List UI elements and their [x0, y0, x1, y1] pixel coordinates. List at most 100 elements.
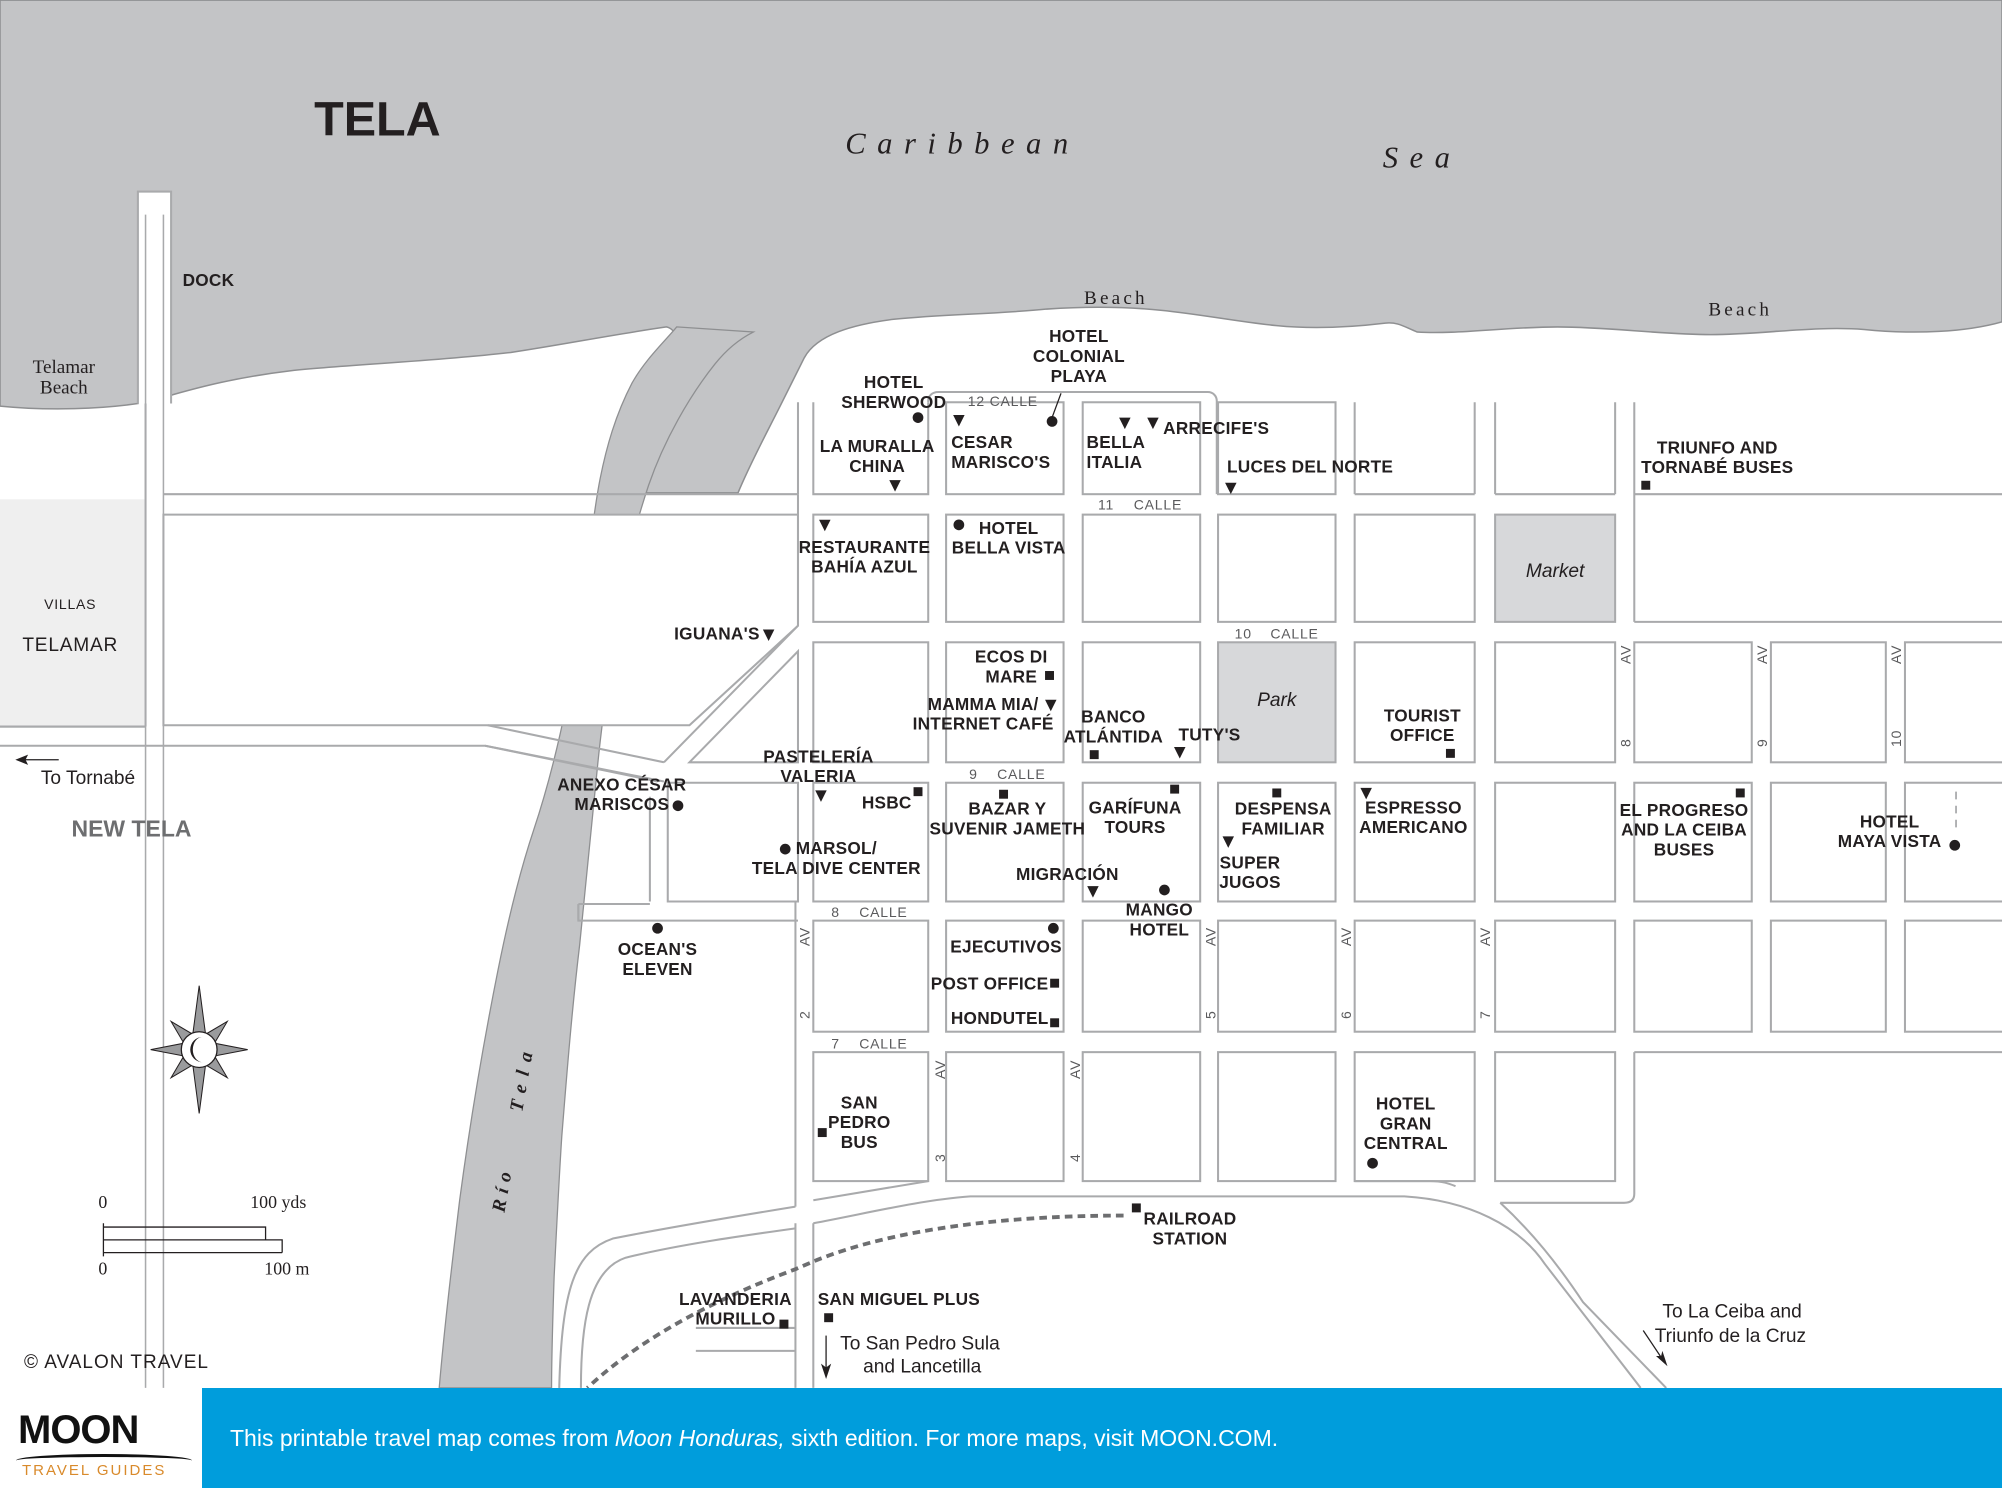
- place-label: SAN: [841, 1092, 878, 1112]
- avenue-word-3: AV: [932, 1060, 948, 1079]
- place-hondutel[interactable]: HONDUTEL: [951, 1008, 1060, 1028]
- new-tela-label: NEW TELA: [72, 815, 192, 841]
- street-8-calle-word: CALLE: [859, 904, 907, 920]
- accommodation-dot-icon: [672, 800, 684, 812]
- road-east-vertical: [1500, 1052, 1636, 1204]
- place-label: ATLÁNTIDA: [1064, 727, 1164, 747]
- place-iguanas[interactable]: IGUANA'S: [674, 624, 775, 644]
- road-southern-1: [813, 1180, 929, 1202]
- road-southern-3: [1499, 1202, 1667, 1388]
- place-label: TOURS: [1104, 817, 1165, 837]
- scale-bar: 0 100 yds 0 100 m: [98, 1192, 309, 1278]
- place-label: AMERICANO: [1359, 817, 1467, 837]
- place-label: ARRECIFE'S: [1163, 418, 1269, 438]
- place-label: FAMILIAR: [1241, 818, 1325, 838]
- city-block: [945, 401, 1065, 496]
- avenue-number-2: 2: [796, 1010, 812, 1019]
- service-square-icon: [1735, 788, 1745, 798]
- place-label: HSBC: [862, 792, 912, 812]
- city-block: [1494, 1051, 1617, 1183]
- accommodation-dot-icon: [652, 922, 663, 934]
- road-lavanderia: [695, 1326, 796, 1352]
- arrow-to-la-ceiba: [1642, 1330, 1668, 1367]
- place-label: MARSOL/: [796, 838, 877, 858]
- place-label: PASTELERÍA: [763, 746, 873, 766]
- place-tutys[interactable]: TUTY'S: [1174, 725, 1241, 759]
- accommodation-dot-icon: [912, 412, 924, 423]
- place-hsbc[interactable]: HSBC: [862, 787, 923, 812]
- place-label: STATION: [1153, 1228, 1228, 1248]
- place-marsol[interactable]: MARSOL/TELA DIVE CENTER: [752, 838, 921, 878]
- to-san-pedro-line1: To San Pedro Sula: [840, 1334, 1000, 1355]
- avenue-word-2: AV: [796, 927, 812, 946]
- tela-map: 12 CALLE 11 CALLE 10 CALLE 9 CALLE 8 CAL…: [0, 0, 2002, 1388]
- moon-logo[interactable]: MOON TRAVEL GUIDES: [0, 1388, 202, 1488]
- place-label: MAYA VISTA: [1838, 831, 1942, 851]
- place-luces-del-norte[interactable]: LUCES DEL NORTE: [1225, 456, 1393, 495]
- place-label: ELEVEN: [622, 959, 692, 979]
- place-label: SHERWOOD: [841, 392, 946, 412]
- place-san-miguel-plus[interactable]: SAN MIGUEL PLUS: [818, 1289, 980, 1323]
- place-label: CHINA: [849, 456, 905, 476]
- city-block: [1081, 513, 1202, 623]
- place-mamma-mia[interactable]: MAMMA MIA/INTERNET CAFÉ: [913, 694, 1057, 734]
- place-label: BANCO: [1081, 707, 1145, 727]
- city-block: [945, 641, 1065, 764]
- avenue-number-4: 4: [1067, 1153, 1083, 1162]
- place-label: LAVANDERIA: [679, 1289, 792, 1309]
- place-label: OFFICE: [1390, 725, 1455, 745]
- place-label: MARE: [985, 667, 1037, 687]
- place-label: TUTY'S: [1178, 725, 1240, 745]
- accommodation-dot-icon: [1047, 922, 1059, 934]
- avenue-number-5: 5: [1203, 1010, 1219, 1019]
- street-8-calle-num: 8: [831, 904, 840, 920]
- food-triangle-icon: [819, 519, 831, 532]
- place-post-office[interactable]: POST OFFICE: [931, 974, 1060, 994]
- street-9-calle-num: 9: [969, 766, 978, 782]
- food-triangle-icon: [1225, 482, 1237, 495]
- place-ejecutivos[interactable]: EJECUTIVOS: [950, 922, 1062, 957]
- place-label: MAMMA MIA/: [928, 694, 1039, 714]
- city-block: [1081, 641, 1202, 764]
- place-arrecifes[interactable]: ARRECIFE'S: [1147, 417, 1269, 439]
- place-label: LUCES DEL NORTE: [1227, 456, 1393, 476]
- place-label: HONDUTEL: [951, 1008, 1049, 1028]
- street-7-calle-num: 7: [831, 1035, 840, 1051]
- place-label: JUGOS: [1219, 872, 1281, 892]
- place-label: GRAN: [1380, 1113, 1432, 1133]
- scale-top-label: 100 yds: [250, 1192, 306, 1212]
- place-label: EJECUTIVOS: [950, 937, 1062, 957]
- place-label: BUSES: [1654, 840, 1715, 860]
- footer-text-post[interactable]: sixth edition. For more maps, visit MOON…: [784, 1424, 1279, 1451]
- city-block: [812, 641, 930, 764]
- railroad-track: [586, 1213, 1124, 1388]
- place-migracion[interactable]: MIGRACIÓN: [1016, 864, 1119, 898]
